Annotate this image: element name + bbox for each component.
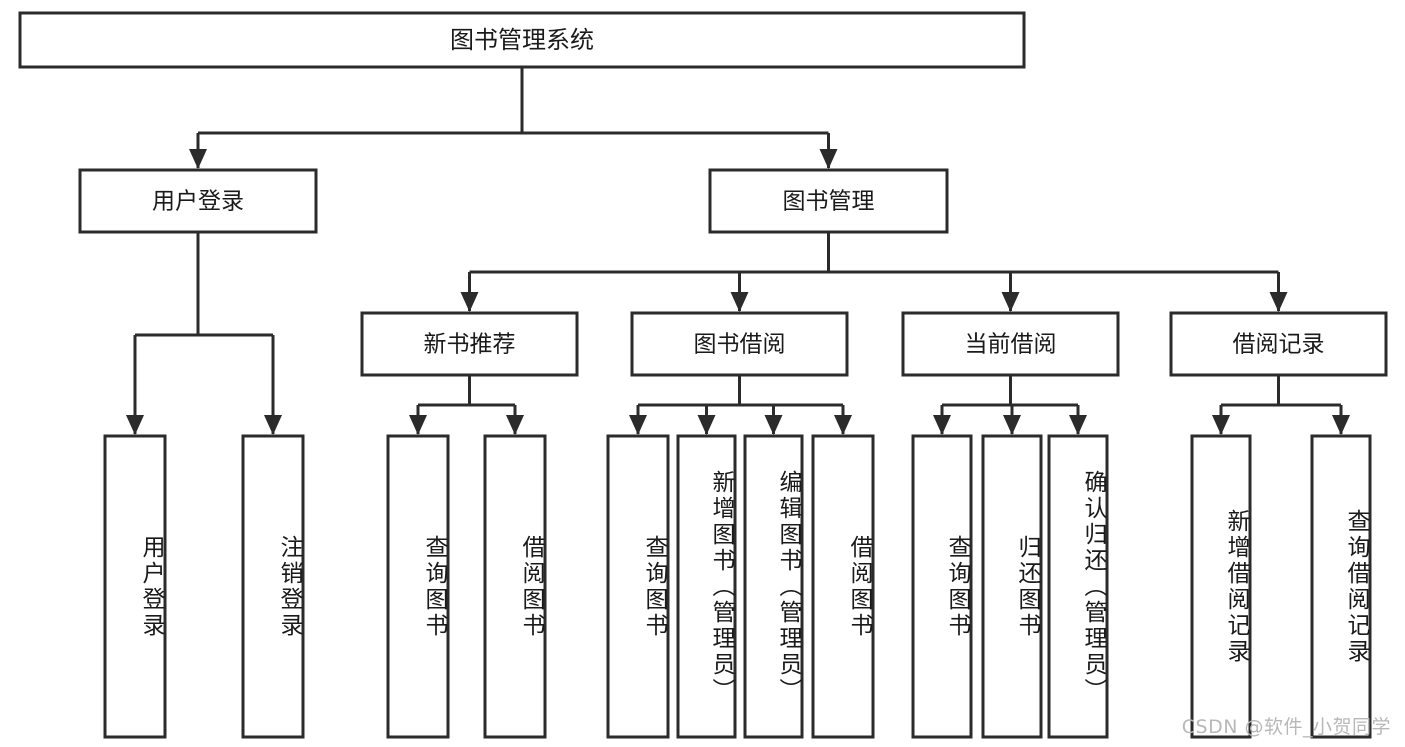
- node-level3-3: [1169, 311, 1388, 377]
- node-level3-3-rect: [1169, 311, 1388, 377]
- leaf-node-8-rect: [911, 434, 973, 739]
- leaf-node-10: [1047, 434, 1109, 739]
- csdn-watermark: CSDN @软件_小贺同学: [1181, 716, 1391, 738]
- node-level3-2: [901, 311, 1120, 377]
- node-level3-3-label: 借阅记录: [1233, 332, 1325, 358]
- leaf-node-0: [103, 434, 167, 739]
- leaf-node-9-rect: [981, 434, 1043, 739]
- leaf-node-0-rect: [103, 434, 167, 739]
- leaf-node-1-rect: [241, 434, 305, 739]
- arrow-head-icon: [409, 415, 427, 435]
- leaf-node-2: [386, 434, 450, 739]
- leaf-node-4-rect: [606, 434, 670, 739]
- arrow-head-icon: [819, 149, 838, 169]
- leaf-node-4: [606, 434, 670, 739]
- arrow-head-icon: [1332, 415, 1350, 435]
- arrow-head-icon: [506, 415, 524, 435]
- node-level3-0: [360, 311, 579, 377]
- arrow-head-icon: [1269, 292, 1288, 312]
- arrow-head-icon: [1212, 415, 1230, 435]
- node-level2-1-rect: [708, 168, 949, 234]
- leaf-node-7: [811, 434, 875, 739]
- node-level3-1-rect: [630, 311, 849, 377]
- arrow-head-icon: [697, 415, 716, 435]
- leaf-node-11: [1190, 434, 1252, 739]
- leaf-node-5: [676, 434, 737, 739]
- leaf-node-7-rect: [811, 434, 875, 739]
- node-level2-0-rect: [78, 168, 318, 234]
- arrow-head-icon: [764, 415, 783, 435]
- node-level3-1-label: 图书借阅: [694, 332, 786, 358]
- arrow-head-icon: [933, 415, 951, 435]
- arrow-head-icon: [189, 149, 207, 169]
- arrow-head-icon: [1001, 292, 1020, 312]
- node-root: [18, 11, 1026, 69]
- leaf-node-1: [241, 434, 305, 739]
- arrow-head-icon: [629, 415, 647, 435]
- arrow-head-icon: [126, 415, 144, 435]
- leaf-node-11-rect: [1190, 434, 1252, 739]
- arrow-head-icon: [834, 415, 852, 435]
- arrow-head-icon: [1003, 415, 1021, 435]
- leaf-node-6: [743, 434, 804, 739]
- arrow-head-icon: [460, 292, 479, 312]
- node-level3-1: [630, 311, 849, 377]
- node-root-label: 图书管理系统: [450, 26, 594, 54]
- node-level3-0-rect: [360, 311, 579, 377]
- arrow-head-icon: [1069, 415, 1087, 435]
- node-boxes-group: [18, 11, 1388, 739]
- leaf-node-10-rect: [1047, 434, 1109, 739]
- arrow-head-icon: [730, 292, 749, 312]
- leaf-node-8: [911, 434, 973, 739]
- connector-lines-group: [126, 67, 1350, 435]
- leaf-node-3-rect: [483, 434, 547, 739]
- node-root-rect: [18, 11, 1026, 69]
- leaf-node-12: [1310, 434, 1372, 739]
- node-level2-0-label: 用户登录: [152, 189, 244, 215]
- node-level2-1: [708, 168, 949, 234]
- node-level3-2-rect: [901, 311, 1120, 377]
- arrow-head-icon: [264, 415, 282, 435]
- leaf-node-2-rect: [386, 434, 450, 739]
- leaf-node-9: [981, 434, 1043, 739]
- node-level3-0-label: 新书推荐: [424, 332, 516, 358]
- node-level2-0: [78, 168, 318, 234]
- leaf-node-5-rect: [676, 434, 737, 739]
- node-level3-2-label: 当前借阅: [965, 332, 1057, 358]
- node-level2-1-label: 图书管理: [783, 189, 875, 215]
- leaf-node-6-rect: [743, 434, 804, 739]
- leaf-node-3: [483, 434, 547, 739]
- leaf-node-12-rect: [1310, 434, 1372, 739]
